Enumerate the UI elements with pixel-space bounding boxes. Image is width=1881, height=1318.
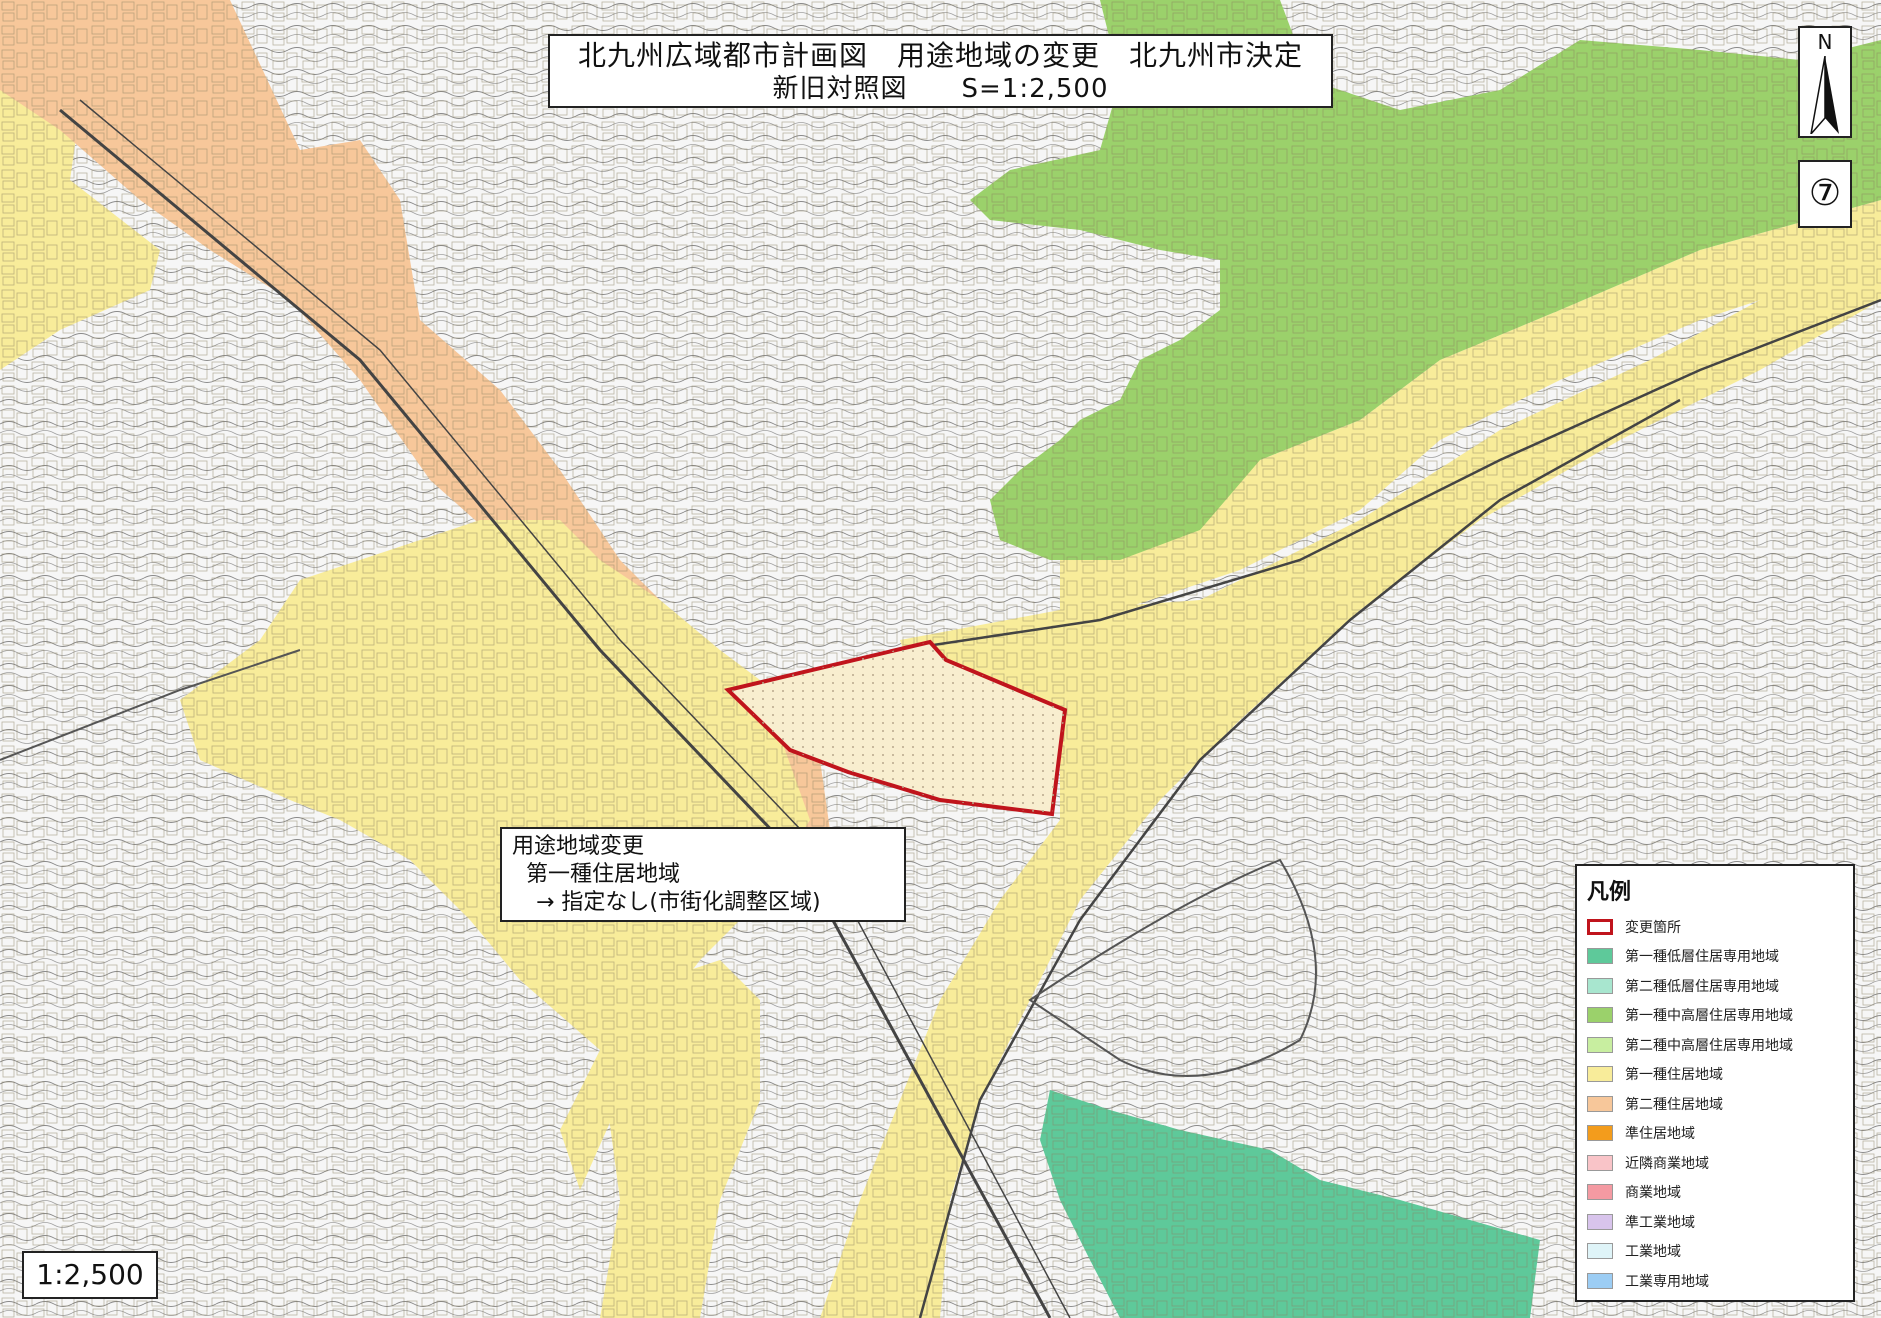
legend-swatch [1587, 1125, 1613, 1142]
legend-label: 工業地域 [1625, 1244, 1681, 1261]
legend-swatch [1587, 977, 1613, 994]
legend-item: 第二種低層住居専用地域 [1587, 971, 1843, 1001]
north-indicator: N [1798, 26, 1852, 138]
map-title: 北九州広域都市計画図 用途地域の変更 北九州市決定 [577, 39, 1303, 72]
legend-label: 第一種低層住居専用地域 [1625, 949, 1779, 966]
legend-item: 準住居地域 [1587, 1119, 1843, 1149]
legend-item: 第一種低層住居専用地域 [1587, 942, 1843, 972]
legend-swatch [1587, 1036, 1613, 1053]
legend-item: 工業専用地域 [1587, 1266, 1843, 1296]
legend-item: 変更箇所 [1587, 912, 1843, 942]
legend-label: 商業地域 [1625, 1185, 1681, 1202]
change-area-texture [728, 642, 1065, 814]
legend: 凡例 変更箇所 第一種低層住居専用地域 第二種低層住居専用地域 第一種中高層住居… [1575, 864, 1855, 1302]
legend-item: 第二種中高層住居専用地域 [1587, 1030, 1843, 1060]
legend-item: 第二種住居地域 [1587, 1089, 1843, 1119]
interchange-loop [1028, 858, 1317, 1077]
legend-label: 第二種住居地域 [1625, 1096, 1723, 1113]
highway [899, 298, 1881, 652]
legend-label: 第一種住居地域 [1625, 1067, 1723, 1084]
legend-item: 商業地域 [1587, 1178, 1843, 1208]
change-note-from: 第一種住居地域 [526, 862, 681, 887]
legend-label: 第一種中高層住居専用地域 [1625, 1008, 1793, 1025]
legend-label: 第二種中高層住居専用地域 [1625, 1037, 1793, 1054]
sheet-number: ⑦ [1808, 173, 1842, 214]
legend-swatch [1587, 918, 1613, 935]
legend-swatch [1587, 1095, 1613, 1112]
legend-label: 工業専用地域 [1625, 1273, 1709, 1290]
legend-item: 工業地域 [1587, 1237, 1843, 1267]
legend-label: 近隣商業地域 [1625, 1155, 1709, 1172]
map-title-box: 北九州広域都市計画図 用途地域の変更 北九州市決定 新旧対照図 S=1:2,50… [548, 34, 1333, 108]
legend-title: 凡例 [1587, 880, 1632, 905]
legend-item: 第一種中高層住居専用地域 [1587, 1001, 1843, 1031]
main-road [59, 108, 1052, 1318]
legend-swatch [1587, 1184, 1613, 1201]
legend-swatch [1587, 1066, 1613, 1083]
legend-item: 近隣商業地域 [1587, 1148, 1843, 1178]
scale-box: 1:2,500 [22, 1251, 158, 1299]
change-note-title: 用途地域変更 [512, 834, 645, 859]
legend-list: 変更箇所 第一種低層住居専用地域 第二種低層住居専用地域 第一種中高層住居専用地… [1587, 912, 1843, 1296]
legend-label: 準住居地域 [1625, 1126, 1695, 1143]
legend-swatch [1587, 1007, 1613, 1024]
main-road-edge [79, 99, 1071, 1318]
map-subtitle: 新旧対照図 S=1:2,500 [772, 74, 1109, 104]
sheet-number-box: ⑦ [1798, 160, 1852, 228]
legend-swatch [1587, 1243, 1613, 1260]
expressway [918, 398, 1681, 1318]
change-note-to: → 指定なし(市街化調整区域) [536, 890, 821, 915]
legend-label: 変更箇所 [1625, 919, 1681, 936]
legend-swatch [1587, 1272, 1613, 1289]
legend-swatch [1587, 1154, 1613, 1171]
legend-item: 準工業地域 [1587, 1207, 1843, 1237]
legend-label: 第二種低層住居専用地域 [1625, 978, 1779, 995]
scale-label: 1:2,500 [36, 1258, 144, 1291]
legend-label: 準工業地域 [1625, 1214, 1695, 1231]
legend-item: 第一種住居地域 [1587, 1060, 1843, 1090]
legend-swatch [1587, 1213, 1613, 1230]
north-arrow-icon [1810, 56, 1839, 134]
west-road [0, 649, 301, 761]
north-letter: N [1817, 30, 1833, 54]
legend-swatch [1587, 948, 1613, 965]
change-note-box: 用途地域変更 第一種住居地域 → 指定なし(市街化調整区域) [500, 827, 906, 922]
